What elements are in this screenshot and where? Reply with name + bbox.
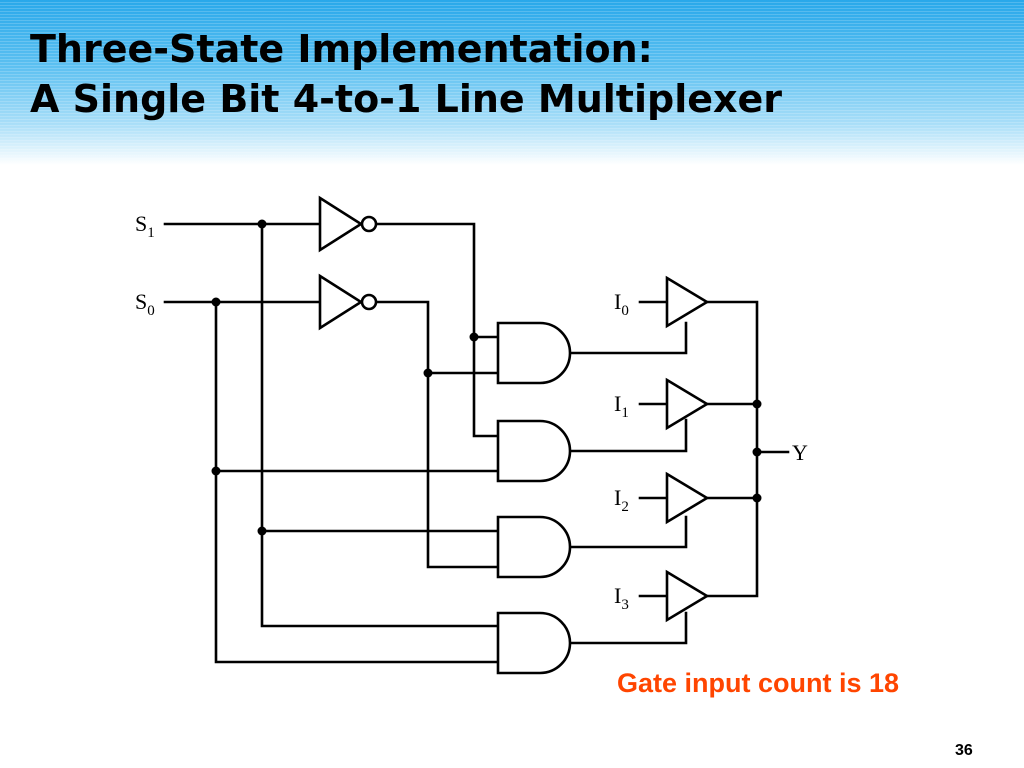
wire-not-s0 — [375, 300, 500, 569]
label-i1: I1 — [614, 391, 629, 421]
title-line-2: A Single Bit 4-to-1 Line Multiplexer — [30, 77, 783, 121]
and-gate-4 — [496, 611, 572, 675]
and-gate-1 — [496, 321, 572, 385]
label-y: Y — [792, 440, 808, 465]
and-gate-3 — [496, 515, 572, 579]
junction-dot — [257, 526, 267, 536]
wire-and2-enable — [568, 418, 688, 453]
wire-s1-trunk — [260, 222, 500, 628]
junction-dot — [211, 297, 221, 307]
junction-dot — [752, 447, 762, 457]
wire-and3-enable — [568, 515, 688, 549]
not-bubble-s1 — [360, 215, 378, 233]
tristate-buffer-3 — [665, 569, 710, 623]
junction-dot — [469, 332, 479, 342]
wire-bus — [705, 300, 759, 598]
label-i2: I2 — [614, 485, 629, 515]
junction-dot — [211, 466, 221, 476]
and-gate-2 — [496, 419, 572, 483]
page-number: 36 — [955, 742, 973, 759]
label-i3: I3 — [614, 583, 629, 613]
tristate-buffer-2 — [665, 471, 710, 525]
not-gate-s1 — [318, 195, 364, 253]
wire-and4-enable — [568, 611, 688, 645]
not-bubble-s0 — [360, 293, 378, 311]
junction-dot — [257, 219, 267, 229]
label-i0: I0 — [614, 289, 629, 319]
gate-input-count-note: Gate input count is 18 — [617, 668, 900, 698]
wire-and1-enable — [568, 321, 688, 355]
slide-title: Three-State Implementation: A Single Bit… — [30, 24, 782, 124]
not-gate-s0 — [318, 273, 364, 331]
title-line-1: Three-State Implementation: — [30, 27, 653, 71]
header-band — [0, 0, 1024, 165]
junction-dot — [423, 368, 433, 378]
wire-not-s1 — [375, 222, 500, 438]
label-s0: S0 — [135, 289, 155, 319]
label-s1: S1 — [135, 211, 155, 241]
tristate-buffer-1 — [665, 377, 710, 431]
wire-s0-trunk — [214, 300, 500, 664]
junction-dot — [752, 493, 762, 503]
tristate-buffer-0 — [665, 275, 710, 329]
junction-dot — [752, 399, 762, 409]
